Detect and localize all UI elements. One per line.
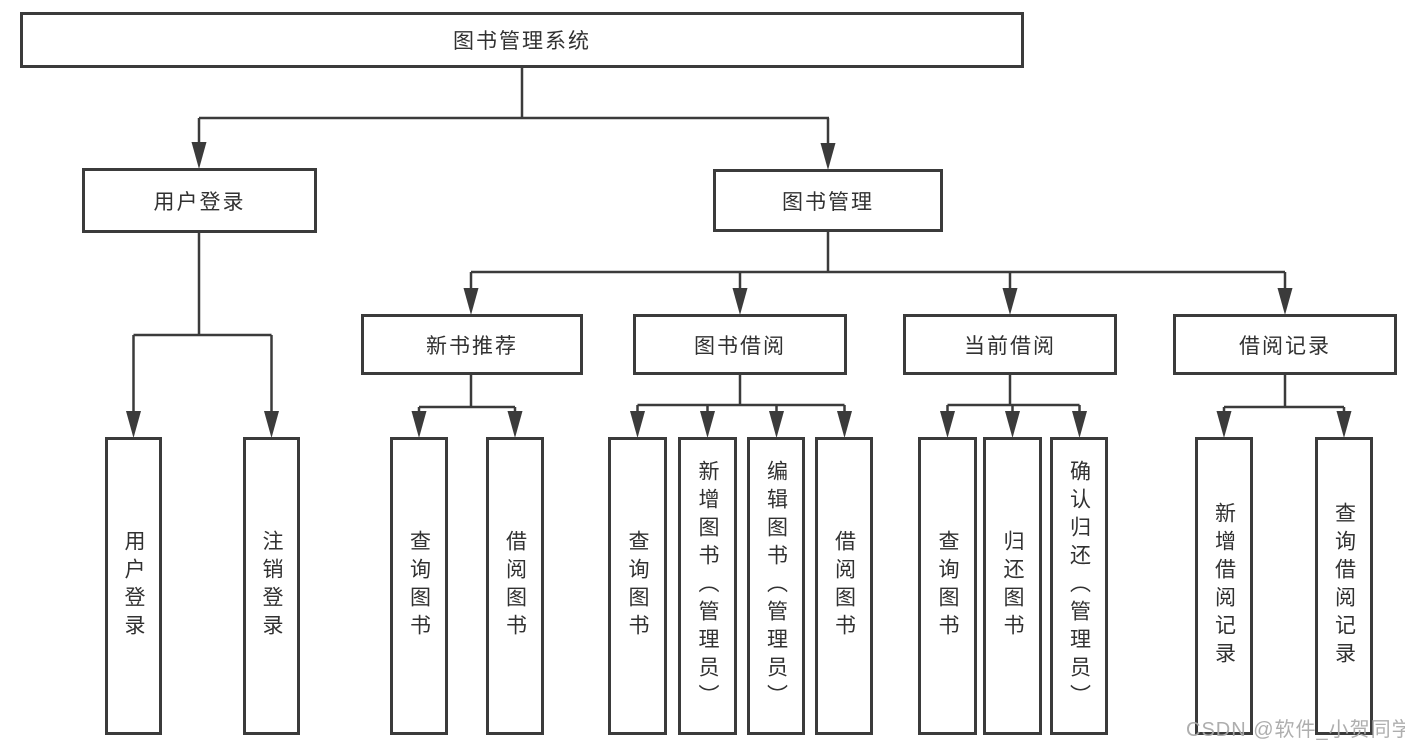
leaf-user-login: 用户登录 [105, 437, 162, 735]
leaf-edit-books-admin-label: 编辑图书（管理员） [764, 460, 788, 712]
leaf-logout: 注销登录 [243, 437, 300, 735]
leaf-add-books-admin-label: 新增图书（管理员） [696, 460, 719, 712]
leaf-edit-books-admin: 编辑图书（管理员） [747, 437, 805, 735]
node-book-borrow: 图书借阅 [633, 314, 847, 375]
node-root: 图书管理系统 [20, 12, 1024, 68]
node-new-book-recommend: 新书推荐 [361, 314, 583, 375]
leaf-confirm-return-admin-label: 确认归还（管理员） [1067, 460, 1091, 712]
leaf-query-books-borrow: 查询图书 [608, 437, 667, 735]
leaf-query-borrow-record: 查询借阅记录 [1315, 437, 1373, 735]
leaf-logout-label: 注销登录 [260, 530, 283, 642]
arrowheads-level3 [463, 288, 1293, 315]
leaf-add-borrow-record-label: 新增借阅记录 [1212, 502, 1236, 670]
leaf-confirm-return-admin: 确认归还（管理员） [1050, 437, 1108, 735]
connector-bookmgmt-to-level3 [469, 232, 1287, 289]
node-book-management-label: 图书管理 [782, 190, 874, 214]
connector-root-to-level2 [197, 68, 830, 144]
node-borrow-records-label: 借阅记录 [1239, 334, 1331, 358]
arrowheads-records-leaves [1216, 411, 1352, 438]
arrowheads-currentborrow-leaves [940, 411, 1087, 438]
leaf-query-books-borrow-label: 查询图书 [626, 530, 649, 642]
node-book-borrow-label: 图书借阅 [694, 334, 786, 358]
leaf-add-borrow-record: 新增借阅记录 [1195, 437, 1253, 735]
leaf-borrow-books: 借阅图书 [815, 437, 873, 735]
arrowheads-bookborrow-leaves [630, 411, 852, 438]
leaf-query-books-current: 查询图书 [918, 437, 977, 735]
leaf-query-books-recommend: 查询图书 [390, 437, 448, 735]
leaf-borrow-books-recommend: 借阅图书 [486, 437, 544, 735]
leaf-borrow-books-label: 借阅图书 [832, 530, 856, 642]
csdn-watermark: CSDN @软件_小贺同学 [1186, 719, 1405, 741]
leaf-borrow-books-recommend-label: 借阅图书 [503, 530, 527, 642]
leaf-return-books-label: 归还图书 [1001, 530, 1024, 642]
connector-currentborrow-to-leaves [946, 375, 1081, 412]
leaf-query-borrow-record-label: 查询借阅记录 [1332, 502, 1356, 670]
connector-records-to-leaves [1222, 375, 1346, 412]
leaf-query-books-current-label: 查询图书 [936, 530, 959, 642]
node-user-login-label: 用户登录 [153, 190, 246, 214]
connector-newbook-to-leaves [417, 375, 517, 412]
leaf-return-books: 归还图书 [983, 437, 1042, 735]
node-current-borrow-label: 当前借阅 [964, 334, 1056, 358]
node-new-book-recommend-label: 新书推荐 [426, 334, 518, 358]
leaf-user-login-label: 用户登录 [122, 530, 145, 642]
node-book-management: 图书管理 [713, 169, 943, 232]
arrowheads-newbook-leaves [411, 411, 523, 438]
node-user-login: 用户登录 [82, 168, 317, 233]
connector-userlogin-to-leaves [132, 233, 273, 412]
leaf-add-books-admin: 新增图书（管理员） [678, 437, 737, 735]
arrowheads-level2 [191, 142, 836, 170]
leaf-query-books-recommend-label: 查询图书 [407, 530, 431, 642]
connector-bookborrow-to-leaves [636, 375, 846, 412]
node-root-label: 图书管理系统 [453, 30, 591, 53]
arrowheads-userlogin-leaves [126, 411, 279, 438]
node-borrow-records: 借阅记录 [1173, 314, 1397, 375]
node-current-borrow: 当前借阅 [903, 314, 1117, 375]
